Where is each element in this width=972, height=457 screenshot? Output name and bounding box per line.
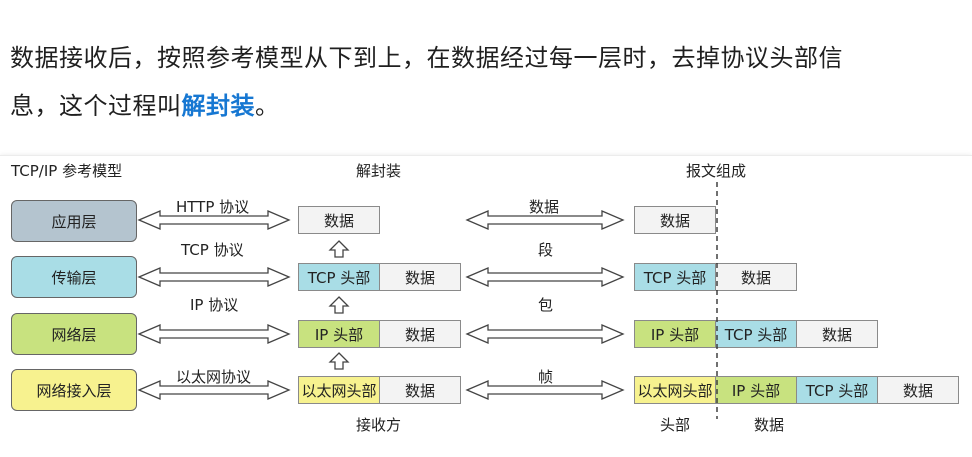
double-arrow-unit-segment bbox=[465, 267, 625, 287]
unit-label-frame: 帧 bbox=[538, 368, 554, 386]
packet-network-tcp-header: TCP 头部 bbox=[715, 320, 797, 348]
intro-line-2-prefix: 息，这个过程叫 bbox=[10, 92, 182, 120]
packet-access-data: 数据 bbox=[877, 376, 959, 404]
protocol-label-ip: IP 协议 bbox=[190, 296, 239, 314]
decap-transport-data: 数据 bbox=[379, 263, 461, 291]
label-receiver: 接收方 bbox=[356, 416, 402, 434]
double-arrow-transport bbox=[137, 267, 291, 287]
packet-network-data: 数据 bbox=[796, 320, 878, 348]
double-arrow-network-access bbox=[137, 380, 291, 400]
layer-network-access: 网络接入层 bbox=[11, 369, 137, 411]
double-arrow-unit-data bbox=[465, 210, 625, 230]
intro-line-2-suffix: 。 bbox=[255, 92, 280, 120]
label-data: 数据 bbox=[754, 416, 785, 434]
packet-access-eth-header: 以太网头部 bbox=[634, 376, 716, 404]
protocol-label-http: HTTP 协议 bbox=[176, 198, 250, 216]
decap-network-data: 数据 bbox=[379, 320, 461, 348]
packet-access-ip-header: IP 头部 bbox=[715, 376, 797, 404]
up-arrow-to-transport bbox=[328, 296, 350, 314]
protocol-label-tcp: TCP 协议 bbox=[181, 241, 244, 259]
title-packet-composition: 报文组成 bbox=[686, 162, 747, 180]
packet-transport-data: 数据 bbox=[715, 263, 797, 291]
packet-transport-tcp-header: TCP 头部 bbox=[634, 263, 716, 291]
decapsulation-figure: TCP/IP 参考模型 解封装 报文组成 应用层 传输层 网络层 网络接入层 H… bbox=[0, 155, 972, 457]
packet-network-ip-header: IP 头部 bbox=[634, 320, 716, 348]
up-arrow-to-network bbox=[328, 352, 350, 370]
title-decapsulation: 解封装 bbox=[356, 162, 402, 180]
unit-label-packet: 包 bbox=[538, 296, 554, 314]
keyword-decapsulation: 解封装 bbox=[181, 92, 255, 120]
layer-application: 应用层 bbox=[11, 200, 137, 242]
unit-label-segment: 段 bbox=[538, 241, 554, 259]
packet-app-data: 数据 bbox=[634, 206, 716, 234]
decap-access-eth-header: 以太网头部 bbox=[298, 376, 380, 404]
decap-app-data: 数据 bbox=[298, 206, 380, 234]
intro-line-2: 息，这个过程叫解封装。 bbox=[10, 86, 280, 121]
double-arrow-unit-packet bbox=[465, 324, 625, 344]
double-arrow-network bbox=[137, 324, 291, 344]
label-header: 头部 bbox=[660, 416, 691, 434]
decap-network-ip-header: IP 头部 bbox=[298, 320, 380, 348]
up-arrow-to-application bbox=[328, 240, 350, 258]
decap-access-data: 数据 bbox=[379, 376, 461, 404]
double-arrow-unit-frame bbox=[465, 380, 625, 400]
decap-transport-tcp-header: TCP 头部 bbox=[298, 263, 380, 291]
layer-network: 网络层 bbox=[11, 313, 137, 355]
double-arrow-application bbox=[137, 210, 291, 230]
protocol-label-ethernet: 以太网协议 bbox=[176, 368, 252, 386]
intro-line-1: 数据接收后，按照参考模型从下到上，在数据经过每一层时，去掉协议头部信 bbox=[10, 44, 843, 72]
title-model: TCP/IP 参考模型 bbox=[11, 162, 123, 180]
layer-transport: 传输层 bbox=[11, 256, 137, 298]
unit-label-data: 数据 bbox=[529, 198, 560, 216]
